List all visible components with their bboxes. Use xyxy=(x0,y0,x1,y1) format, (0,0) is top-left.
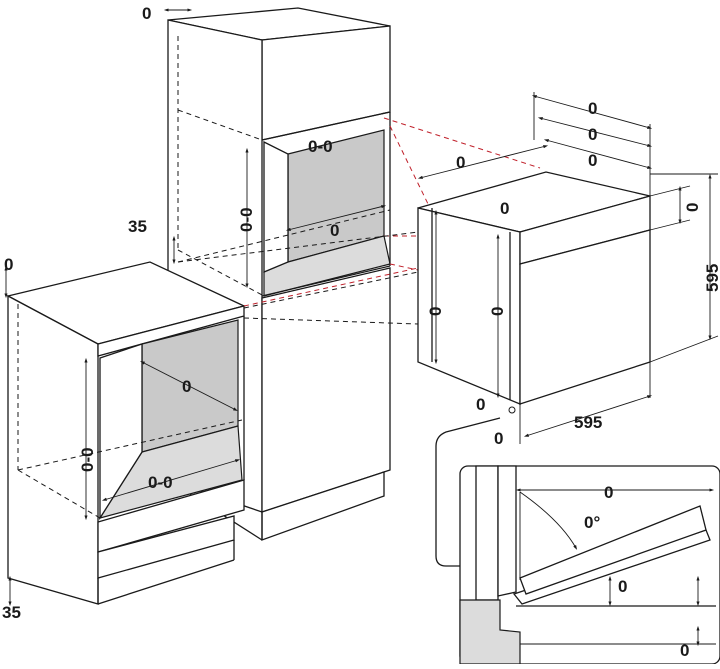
label-oven-depth-total-2: 0 xyxy=(588,125,597,144)
label-tall-niche-width: 0-0 xyxy=(308,137,333,156)
tall-cabinet-upper-front xyxy=(261,25,391,141)
tall-niche-top-edge xyxy=(261,111,391,141)
label-base-unit-plinth: 35 xyxy=(2,603,21,622)
label-door-angle: 0° xyxy=(584,513,600,532)
oven-side xyxy=(417,207,521,405)
label-oven-bottom-offset-a: 0 xyxy=(476,395,485,414)
label-door-floor-gap: 0 xyxy=(680,641,689,660)
label-base-niche-width: 0-0 xyxy=(148,473,173,492)
label-oven-height: 595 xyxy=(703,264,720,292)
tall-niche-side xyxy=(263,140,289,273)
label-oven-panel-top: 0 xyxy=(500,199,509,218)
label-oven-bottom-offset-b: 0 xyxy=(494,429,503,448)
label-oven-side-depth: 0 xyxy=(456,153,465,172)
tall-niche-shelf-edge xyxy=(261,265,391,297)
label-door-open-reach: 0 xyxy=(604,483,613,502)
label-tall-unit-top-gap: 0 xyxy=(142,4,151,23)
dimension-labels: 0 35 0-0 0-0 0 0 35 0 0-0 0-0 0 0 0 0 0 … xyxy=(2,4,720,660)
label-oven-width: 595 xyxy=(574,413,602,432)
dimension-lines xyxy=(4,8,719,647)
tall-cabinet-lower-front xyxy=(261,267,391,513)
label-base-niche-depth: 0 xyxy=(182,377,191,396)
inset-door-handle xyxy=(519,505,707,595)
inset-cabinet-base xyxy=(459,599,521,665)
door-detail-inset xyxy=(435,417,720,665)
label-tall-unit-plinth: 35 xyxy=(128,217,147,236)
inset-oven-front xyxy=(497,465,517,597)
label-base-unit-top-gap: 0 xyxy=(4,255,13,274)
label-door-drop: 0 xyxy=(618,577,627,596)
label-oven-front-height-a: 0 xyxy=(426,307,445,316)
inset-cabinet-side xyxy=(475,465,499,601)
label-tall-niche-depth: 0 xyxy=(330,221,339,240)
alignment-guides-black xyxy=(177,231,419,325)
label-oven-depth-total-1: 0 xyxy=(588,99,597,118)
oven xyxy=(417,171,651,405)
label-tall-niche-height: 0-0 xyxy=(237,207,256,232)
label-base-niche-height: 0-0 xyxy=(78,447,97,472)
label-oven-panel-height: 0 xyxy=(683,203,702,212)
label-oven-front-height-b: 0 xyxy=(488,307,507,316)
base-cabinet xyxy=(6,261,246,605)
label-oven-depth-body: 0 xyxy=(588,151,597,170)
